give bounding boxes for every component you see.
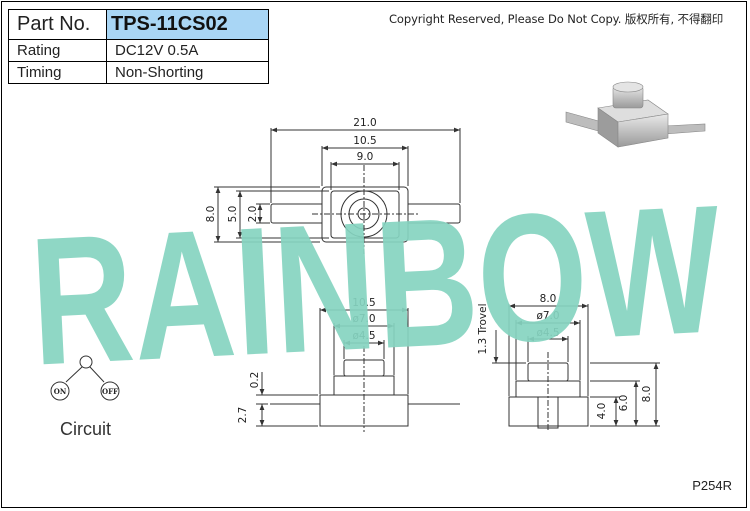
switch-3d-rendering (565, 81, 706, 148)
dim-top-height-total: 8.0 (205, 206, 217, 223)
dim-side-lead-height: 4.0 (596, 403, 608, 420)
dim-top-overall-length: 21.0 (353, 117, 376, 129)
dim-front-base: 2.7 (237, 407, 249, 424)
dimension-labels: 21.0 10.5 9.0 8.0 5.0 2.0 10.5 ø7.0 ø4.5… (205, 117, 653, 423)
dim-side-body-width: 8.0 (540, 293, 557, 305)
dim-top-body-inner: 9.0 (357, 151, 374, 163)
circuit-symbol: ON OFF (50, 355, 120, 401)
circuit-label: Circuit (60, 419, 112, 439)
top-view (214, 127, 461, 254)
dim-side-total-height: 8.0 (641, 386, 653, 403)
dim-side-button-dia: ø4.5 (536, 327, 559, 339)
dim-top-lead-width: 2.0 (247, 206, 259, 223)
dim-side-mid-height: 6.0 (618, 395, 630, 412)
rainbow-watermark: RAINBOW (26, 166, 725, 403)
dim-front-gap: 0.2 (249, 372, 261, 389)
front-view (256, 307, 460, 432)
timing-value: Non-Shorting (106, 61, 269, 84)
spec-table: Part No. TPS-11CS02 Rating DC12V 0.5A Ti… (8, 9, 269, 84)
spec-row-timing: Timing Non-Shorting (8, 61, 269, 84)
circuit-off-label: OFF (102, 387, 118, 396)
circuit-on-label: ON (54, 387, 67, 396)
dim-front-button-dia: ø4.5 (352, 330, 375, 342)
dim-top-body-width: 10.5 (353, 135, 376, 147)
rating-label: Rating (8, 39, 107, 62)
dim-top-height-inner: 5.0 (227, 206, 239, 223)
side-view (492, 303, 660, 432)
dim-side-cap-dia: ø7.0 (536, 310, 559, 322)
drawing-code: P254R (692, 478, 732, 493)
dim-front-body-width: 10.5 (352, 297, 375, 309)
dim-side-travel: 1.3 Trovel (477, 303, 489, 354)
copyright-notice: Copyright Reserved, Please Do Not Copy. … (389, 12, 724, 26)
dim-front-cap-dia: ø7.0 (352, 313, 375, 325)
